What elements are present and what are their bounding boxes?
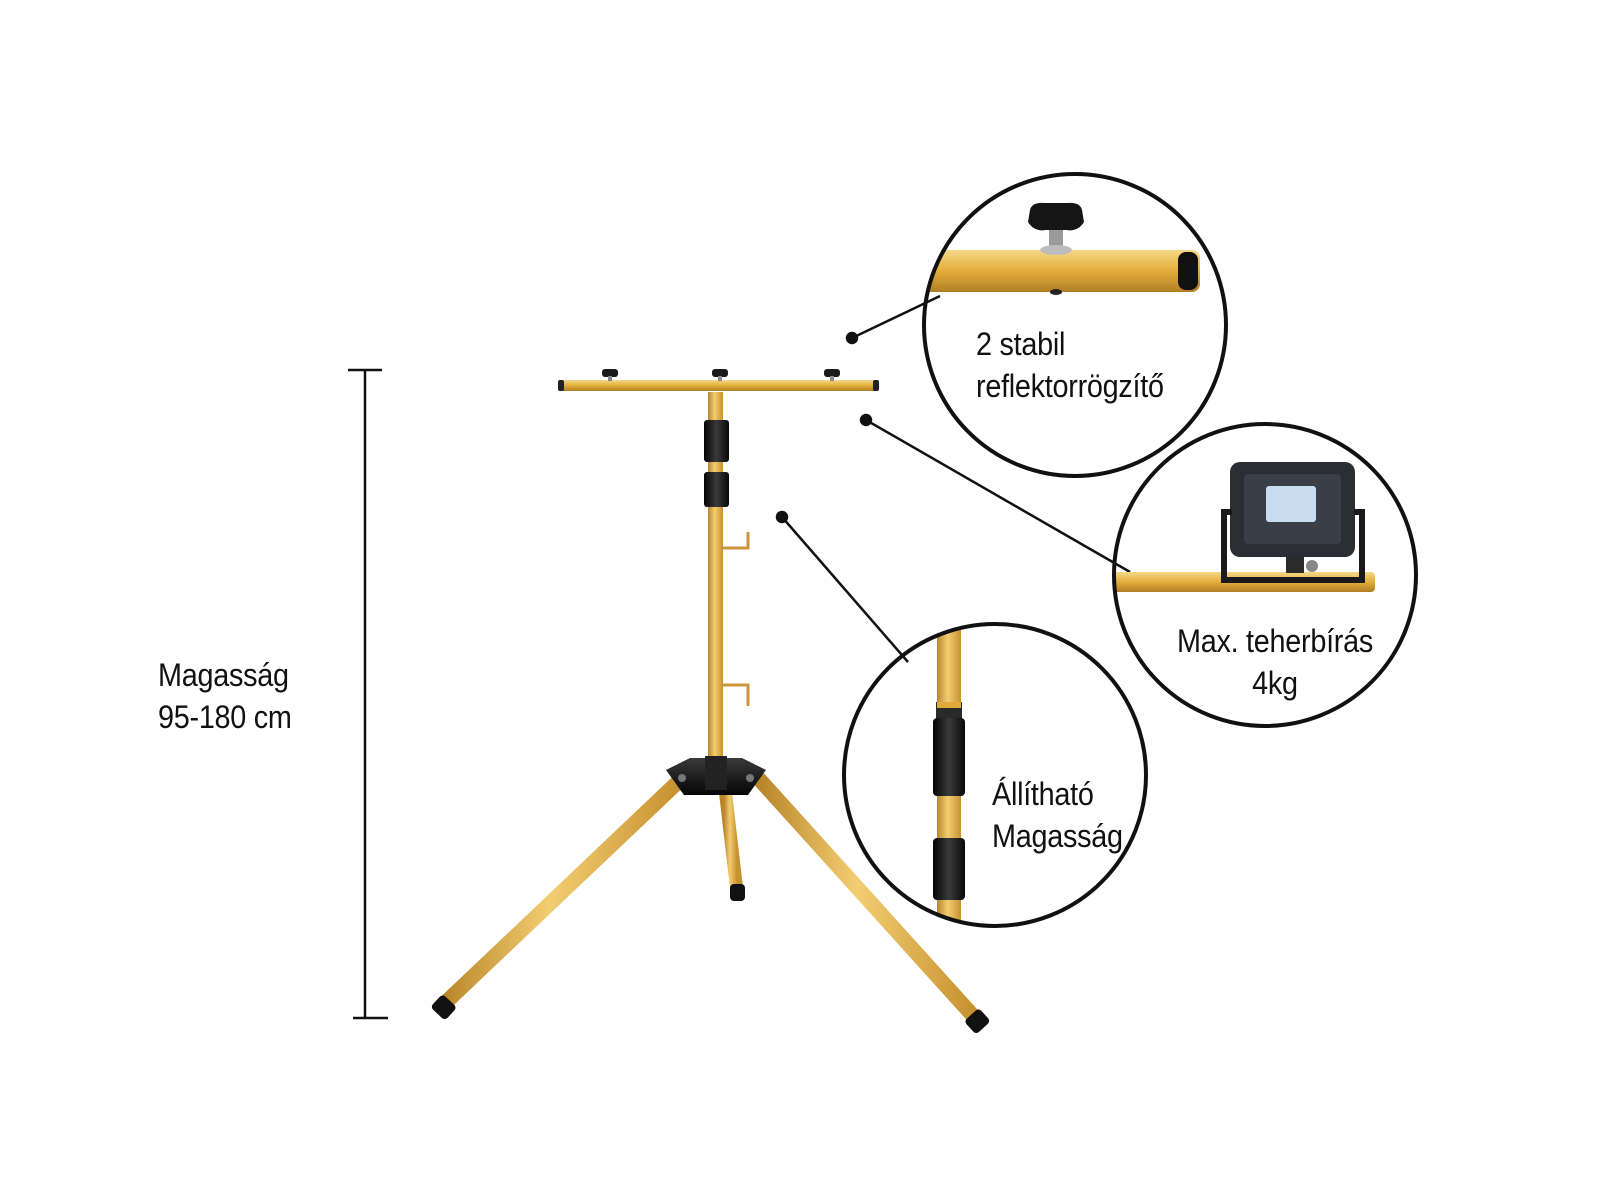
callout-circle-holder [922, 172, 1228, 478]
holder-label-line1: 2 stabil [976, 326, 1066, 362]
load-label: Max. teherbírás 4kg [1176, 620, 1374, 704]
load-label-line1: Max. teherbírás [1176, 623, 1374, 659]
height-label-line1: Magasság [158, 657, 289, 693]
callout-circle-adjust [842, 622, 1148, 928]
height-label-line2: 95-180 cm [158, 699, 292, 735]
floodlight-icon [1221, 462, 1365, 583]
height-label: Magasság 95-180 cm [158, 654, 292, 738]
adjust-label: Állítható Magasság [992, 773, 1123, 857]
tripod-stand-illustration [431, 369, 990, 1033]
adjust-label-line2: Magasság [992, 818, 1123, 854]
height-dimension-bar [348, 368, 388, 1020]
adjust-label-line1: Állítható [992, 776, 1094, 812]
holder-label-line2: reflektorrögzítő [976, 368, 1164, 404]
telescopic-clamp-icon [933, 624, 965, 926]
load-label-line2: 4kg [1252, 665, 1298, 701]
knob-icon [1028, 202, 1084, 255]
holder-label: 2 stabil reflektorrögzítő [976, 323, 1164, 407]
callout-circle-load [1112, 422, 1418, 728]
